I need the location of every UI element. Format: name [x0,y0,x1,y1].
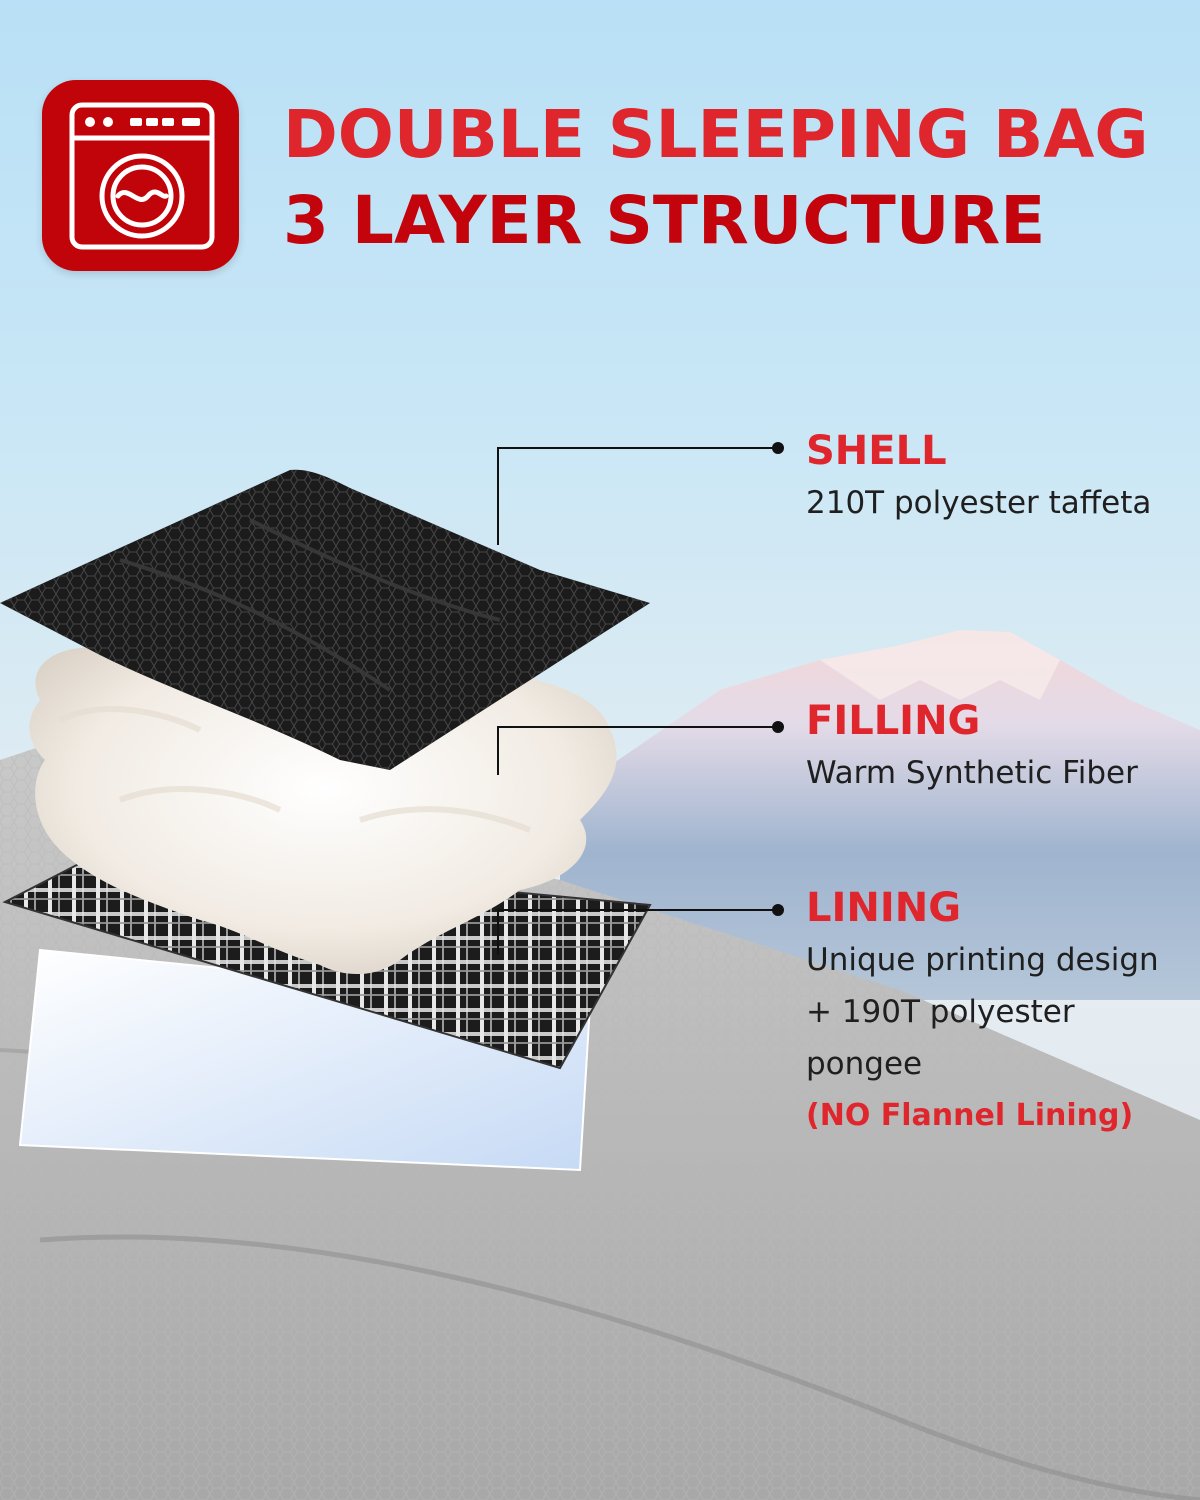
washing-machine-icon [42,80,239,271]
lining-desc-2: + 190T polyester [806,994,1075,1030]
shell-label: SHELL 210T polyester taffeta [806,425,1151,529]
shell-leader-line [497,447,776,545]
page-title: DOUBLE SLEEPING BAG 3 LAYER STRUCTURE [283,92,1149,264]
filling-label: FILLING Warm Synthetic Fiber [806,695,1138,799]
mountain-background [560,630,1200,1000]
shell-layer [0,469,650,770]
shell-name: SHELL [806,428,947,474]
filling-leader-dot [772,721,784,733]
filling-desc: Warm Synthetic Fiber [806,755,1138,791]
shell-leader-dot [772,442,784,454]
title-line-2: 3 LAYER STRUCTURE [283,182,1046,259]
lining-label: LINING Unique printing design + 190T pol… [806,882,1159,1142]
lining-desc-3: pongee [806,1046,923,1082]
lining-desc-1: Unique printing design [806,942,1159,978]
filling-name: FILLING [806,698,981,744]
filling-leader-line [497,726,776,775]
lining-leader-line [497,909,776,955]
lining-name: LINING [806,885,962,931]
lining-leader-dot [772,904,784,916]
lining-note: (NO Flannel Lining) [806,1098,1134,1133]
shell-desc: 210T polyester taffeta [806,485,1152,521]
title-line-1: DOUBLE SLEEPING BAG [283,96,1149,173]
